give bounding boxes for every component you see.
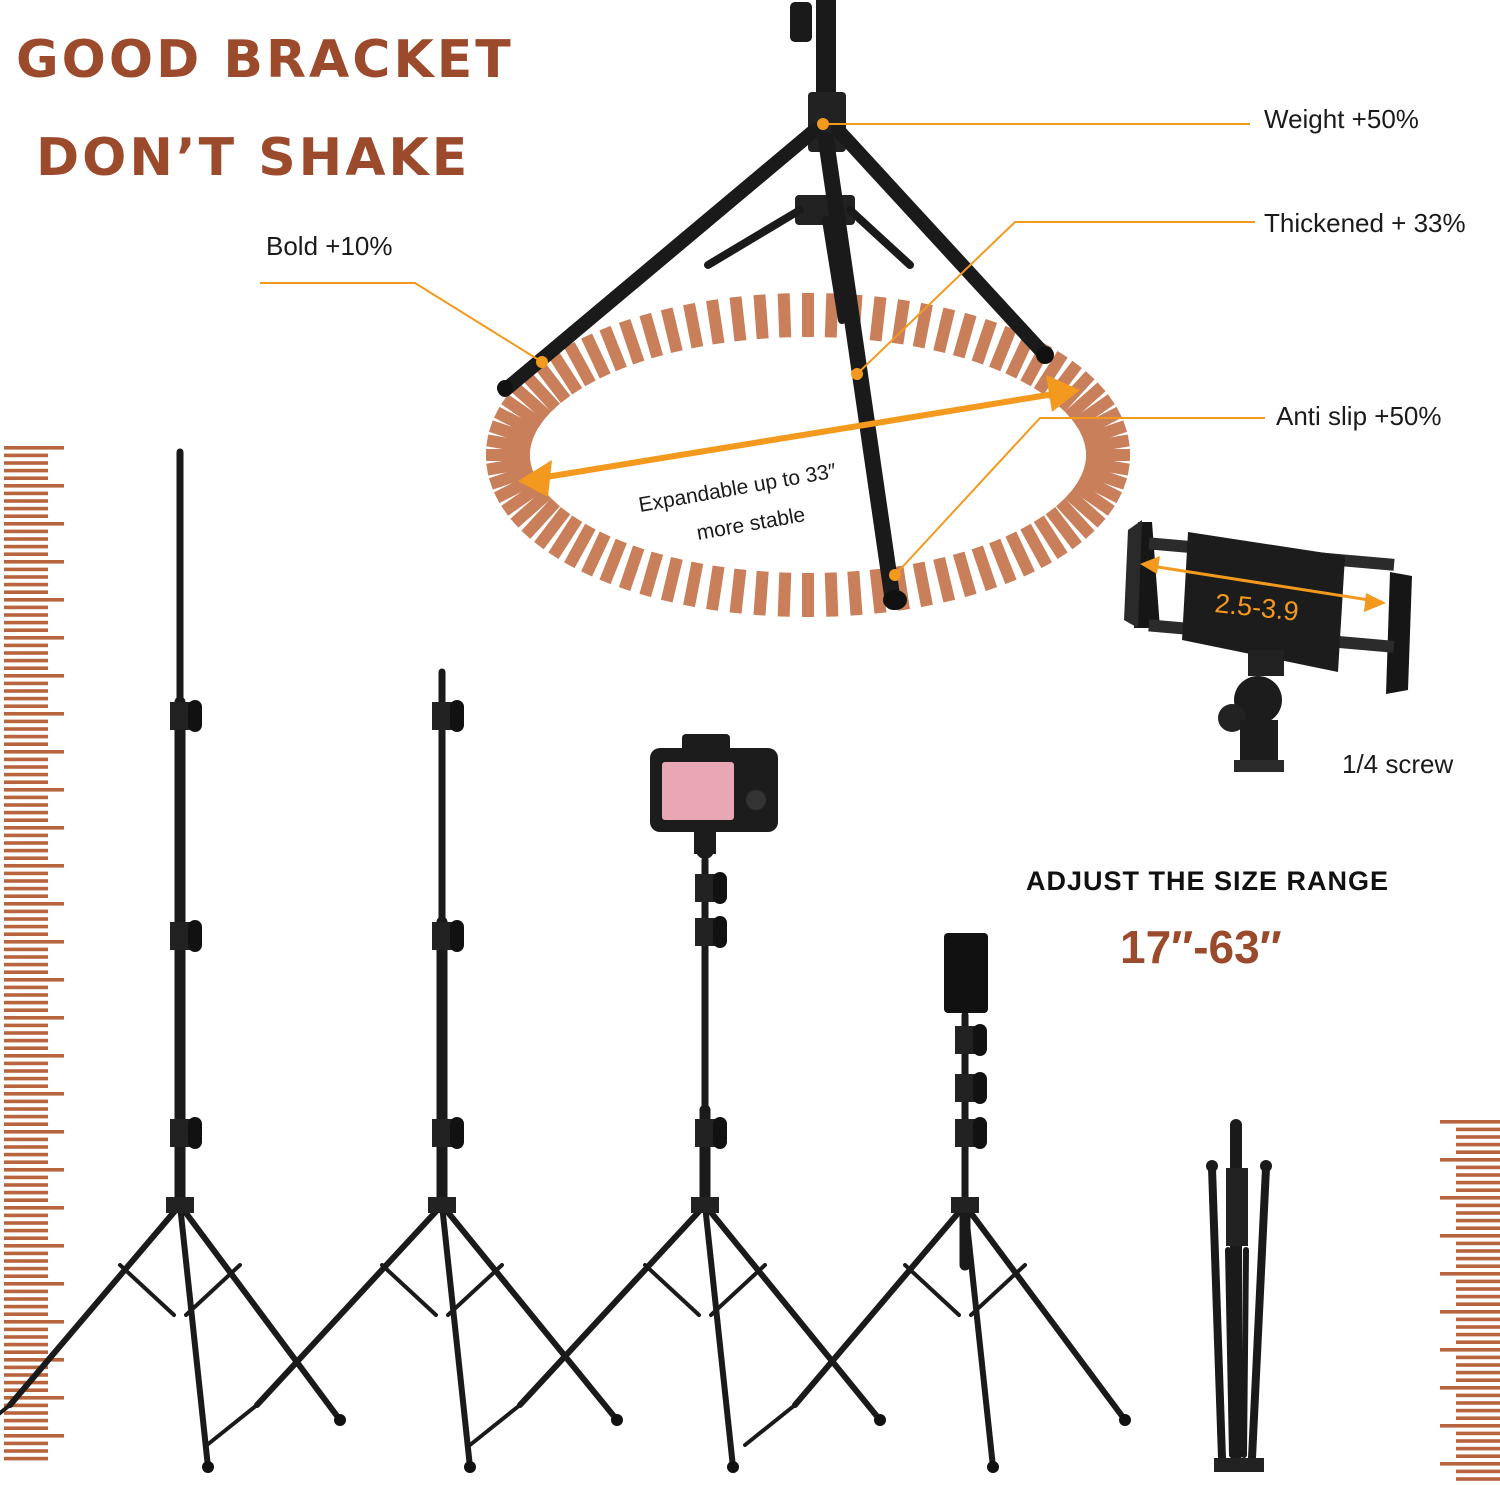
stability-ring — [486, 293, 1130, 617]
expand-text-line2: more stable — [695, 503, 807, 545]
expand-arrow-icon — [518, 375, 1080, 497]
headline-line1: GOOD BRACKET — [16, 30, 514, 90]
size-range-title: ADJUST THE SIZE RANGE — [1026, 866, 1390, 896]
callout-bold: Bold +10% — [266, 231, 393, 261]
phone-icon — [944, 933, 988, 1013]
tripod-lineup — [0, 448, 1131, 1473]
tripod-icon — [0, 448, 346, 1473]
tripod-icon — [205, 668, 623, 1473]
tripod-icon — [743, 1011, 1131, 1473]
tripod-icon — [468, 856, 886, 1473]
folded-tripod-icon — [1206, 1119, 1272, 1472]
callout-weight: Weight +50% — [1264, 104, 1419, 134]
phone-holder-icon — [1124, 520, 1412, 772]
callout-anti-slip: Anti slip +50% — [1276, 401, 1442, 431]
ruler-left-icon — [4, 446, 64, 1461]
size-range-value: 17″-63″ — [1120, 921, 1282, 973]
callout-dots — [536, 118, 901, 581]
callout-thickened: Thickened + 33% — [1264, 208, 1466, 238]
ruler-right-icon — [1440, 1120, 1500, 1481]
headline-line2: DON’T SHAKE — [36, 128, 471, 188]
callout-screw: 1/4 screw — [1342, 749, 1454, 779]
expand-text-line1: Expandable up to 33″ — [637, 459, 839, 516]
callout-lines — [260, 123, 1265, 576]
camera-icon — [650, 734, 778, 859]
